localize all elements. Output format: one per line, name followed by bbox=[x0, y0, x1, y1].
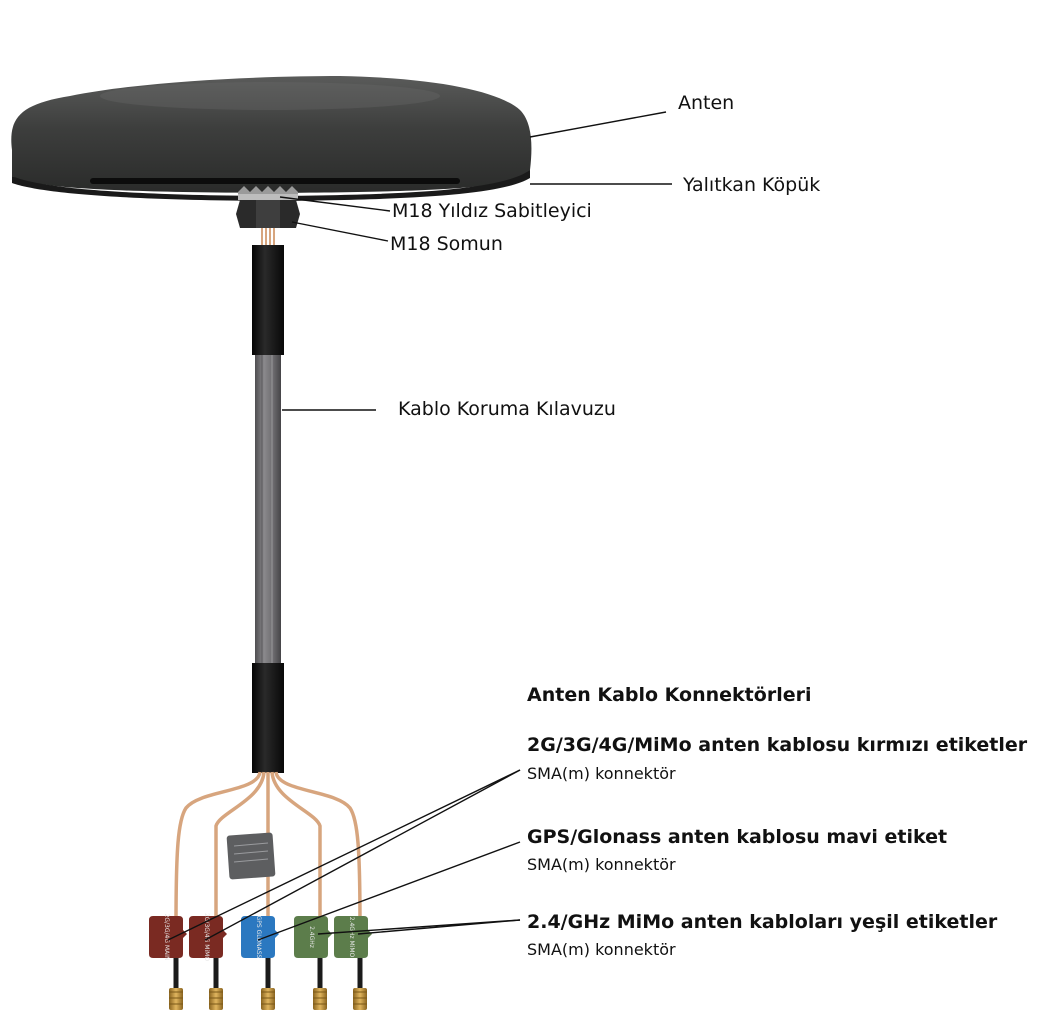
leader-red-1 bbox=[167, 769, 521, 941]
leader-nut bbox=[291, 221, 389, 242]
spec-sticker bbox=[226, 832, 276, 880]
sma-connector bbox=[169, 988, 183, 1010]
cable-lead bbox=[213, 958, 219, 988]
tag-text: 2G/3G/4G MiMO bbox=[203, 913, 210, 961]
cable-lead bbox=[173, 958, 179, 988]
tag-text: 2.4GHz MiMO bbox=[348, 917, 355, 958]
connector-group-red-title: 2G/3G/4G/MiMo anten kablosu kırmızı etik… bbox=[527, 734, 1028, 756]
connectors-title: Anten Kablo Konnektörleri bbox=[527, 684, 812, 706]
leader-lines bbox=[167, 111, 672, 941]
m18-nut bbox=[236, 200, 300, 228]
blue-tag-gps: GPS GLONASS bbox=[241, 916, 279, 1010]
sma-connector bbox=[261, 988, 275, 1010]
label-cable-guide: Kablo Koruma Kılavuzu bbox=[398, 398, 616, 420]
connector-group-red-subtitle: SMA(m) konnektör bbox=[527, 764, 676, 783]
tag-text: 2.4GHz bbox=[308, 926, 315, 948]
connector-group-blue-title: GPS/Glonass anten kablosu mavi etiket bbox=[527, 826, 948, 848]
coax-top bbox=[261, 228, 275, 246]
connector-group-green-subtitle: SMA(m) konnektör bbox=[527, 940, 676, 959]
label-antenna: Anten bbox=[678, 92, 735, 114]
green-tag-2: 2.4GHz MiMO bbox=[334, 916, 372, 1010]
connector-tags: 2G/3G/4G MAIN 2G/3G/4G MiMO GPS GLONASS 2.4… bbox=[149, 913, 372, 1010]
leader-red-2 bbox=[204, 769, 521, 941]
connector-group-blue-subtitle: SMA(m) konnektör bbox=[527, 855, 676, 874]
tag-text: 2G/3G/4G MAIN bbox=[163, 914, 170, 961]
cable-lead bbox=[265, 958, 271, 988]
label-star-washer: M18 Yıldız Sabitleyici bbox=[392, 200, 592, 222]
tag-text: GPS GLONASS bbox=[255, 916, 262, 959]
connector-group-green-title: 2.4/GHz MiMo anten kabloları yeşil etike… bbox=[527, 911, 998, 933]
leader-blue bbox=[257, 841, 521, 941]
leader-antenna bbox=[529, 111, 667, 138]
label-nut: M18 Somun bbox=[390, 233, 503, 255]
cable-lead bbox=[317, 958, 323, 988]
star-washer bbox=[238, 186, 298, 200]
coax-fanout bbox=[174, 771, 362, 926]
label-foam: Yalıtkan Köpük bbox=[683, 174, 821, 196]
cable-guide bbox=[252, 245, 284, 773]
green-tag-1: 2.4GHz bbox=[294, 916, 332, 1010]
cable-lead bbox=[357, 958, 363, 988]
leader-star-washer bbox=[279, 196, 391, 212]
antenna-body bbox=[11, 76, 532, 201]
sma-connector bbox=[313, 988, 327, 1010]
red-tag-main: 2G/3G/4G MAIN bbox=[149, 914, 187, 1010]
sma-connector bbox=[353, 988, 367, 1010]
leader-green-2 bbox=[357, 919, 521, 935]
red-tag-mimo: 2G/3G/4G MiMO bbox=[189, 913, 227, 1010]
sma-connector bbox=[209, 988, 223, 1010]
